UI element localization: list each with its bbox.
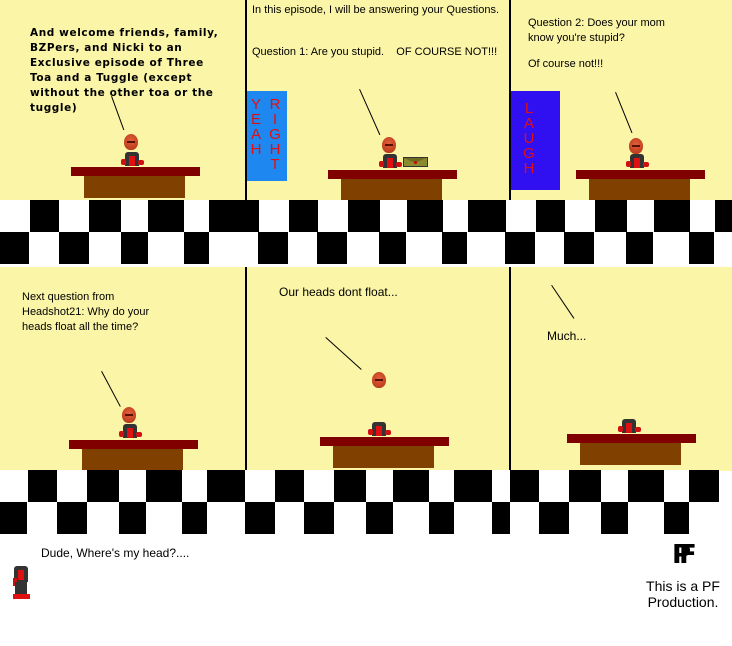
panel-divider [245, 267, 247, 471]
comic-panel-2: In this episode, I will be answering you… [247, 0, 509, 200]
production-credit: This is a PF Production. [646, 578, 720, 610]
desk-base [341, 179, 442, 200]
headless-body [618, 419, 641, 433]
character-head [122, 407, 136, 423]
character-head [629, 138, 643, 154]
yeah-right-sign: Y E A H R I G H T [247, 91, 287, 181]
comic-panel-5: Our heads dont float... [247, 267, 509, 471]
sign-letter: G [269, 126, 281, 143]
panel-6-caption: Much... [547, 329, 587, 343]
character-head [124, 134, 138, 150]
speech-line [359, 89, 381, 136]
comic-panel-1: And welcome friends, family, BZPers, and… [0, 0, 245, 200]
sign-col-right: R I G H T [269, 97, 281, 172]
comic-panel-3: Question 2: Does your mom know you're st… [511, 0, 732, 200]
panel-divider [509, 0, 511, 200]
desk-base [589, 179, 690, 200]
sign-letter: T [270, 156, 280, 173]
sign-letter: H [250, 141, 262, 158]
panel-divider [509, 267, 511, 471]
panel-4-caption: Next question from Headshot21: Why do yo… [22, 291, 150, 333]
sign-letter: H [523, 160, 535, 177]
headless-standing-character [11, 566, 31, 602]
desk-top [328, 170, 457, 179]
comic-panel-4: Next question from Headshot21: Why do yo… [0, 267, 245, 471]
speech-line [615, 92, 633, 134]
sign-letter: L [524, 100, 534, 117]
sign-letter: A [523, 115, 534, 132]
sign-letter: I [272, 111, 278, 128]
desk-top [567, 434, 696, 443]
sign-col-laugh: L A U G H [523, 101, 535, 176]
character-head [382, 137, 396, 153]
desk-base [580, 443, 681, 465]
desk-top [71, 167, 200, 176]
footer-dialogue: Dude, Where's my head?.... [41, 546, 190, 560]
sign-letter: R [269, 96, 281, 113]
sign-letter: H [269, 141, 281, 158]
checker-floor-2 [0, 470, 732, 534]
desk-top [320, 437, 449, 446]
sign-letter: Y [250, 96, 261, 113]
panel-divider [245, 0, 247, 200]
desk-top [576, 170, 705, 179]
character-body [626, 154, 649, 168]
headless-body [368, 422, 391, 436]
panel-2-caption-1: In this episode, I will be answering you… [252, 4, 500, 16]
sign-letter: A [250, 126, 261, 143]
speech-line [325, 337, 362, 370]
speech-line [101, 371, 121, 407]
panel-1-caption: And welcome friends, family, BZPers, and… [30, 27, 219, 114]
sign-letter: E [250, 111, 261, 128]
panel-3-caption-2: Of course not!!! [528, 58, 604, 70]
character-body [119, 424, 142, 438]
sign-letter: U [523, 130, 535, 147]
desk-base [84, 176, 185, 198]
comic-panel-6: Much... [511, 267, 732, 471]
panel-3-caption-1: Question 2: Does your mom know you're st… [528, 17, 665, 44]
character-body [379, 154, 402, 168]
panel-2-caption-2: Question 1: Are you stupid. OF COURSE NO… [252, 46, 498, 58]
laugh-sign: L A U G H [511, 91, 560, 190]
sign-col-yeah: Y E A H [250, 97, 262, 157]
character-body [121, 152, 144, 166]
sign-letter: G [523, 145, 535, 162]
envelope-icon [403, 157, 428, 167]
checker-floor-1 [0, 200, 732, 266]
desk-top [69, 440, 198, 449]
desk-base [82, 449, 183, 471]
panel-5-caption: Our heads dont float... [279, 285, 398, 299]
floating-head [372, 372, 386, 388]
desk-base [333, 446, 434, 468]
pf-logo: PF [672, 540, 697, 570]
speech-line [551, 285, 575, 319]
